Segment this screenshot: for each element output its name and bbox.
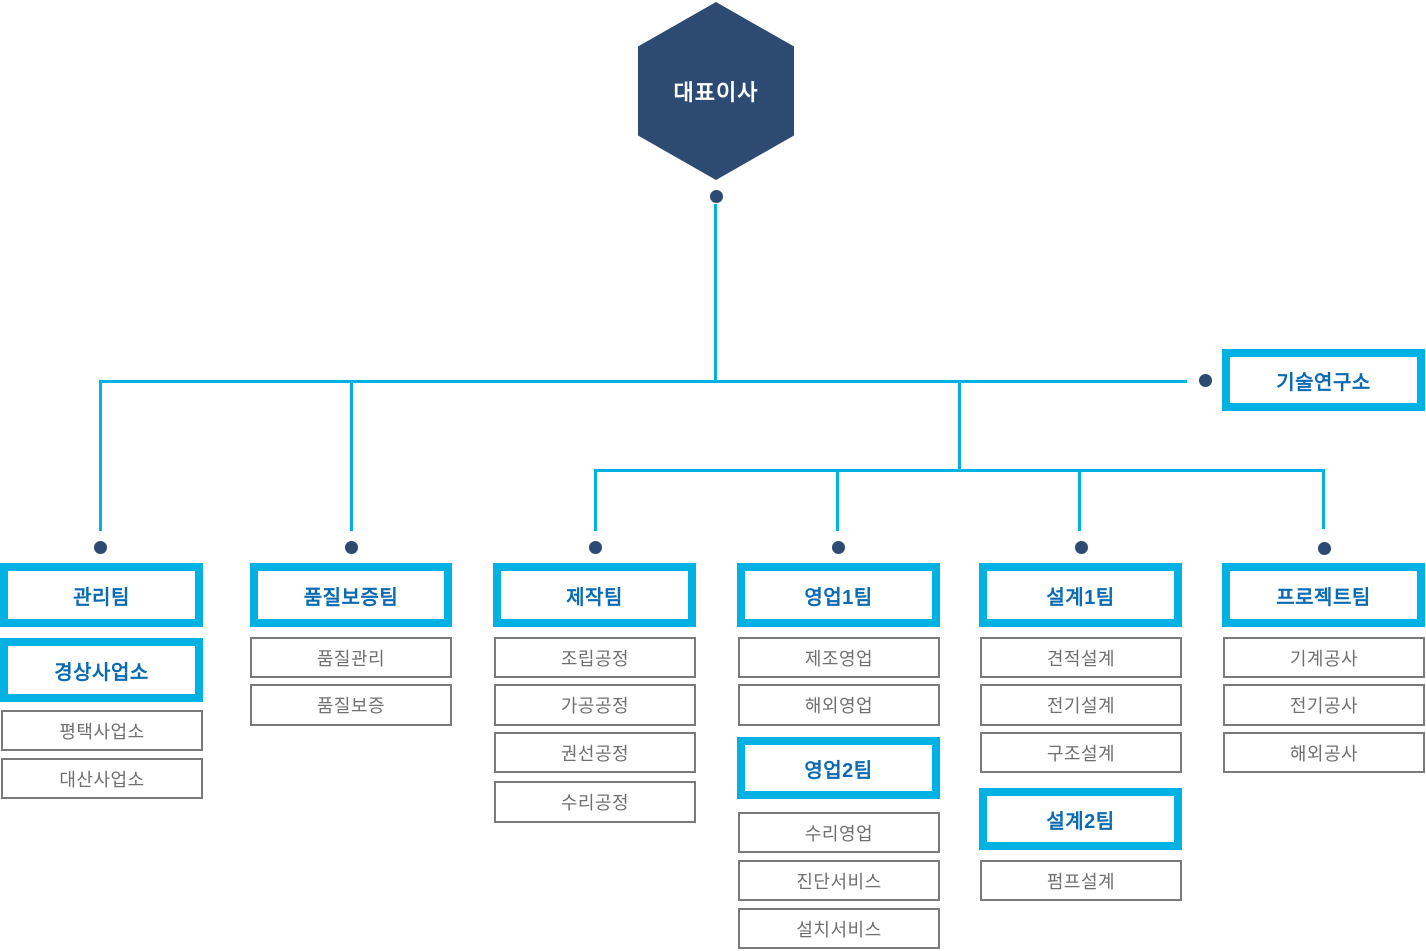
connector-dot-root (710, 190, 723, 203)
connector-dot-col2 (345, 541, 358, 554)
dept-label: 품질관리 (316, 648, 386, 669)
dept-label: 펌프설계 (1046, 871, 1116, 892)
dept-label: 권선공정 (560, 743, 630, 764)
dept-label: 전기설계 (1046, 696, 1116, 716)
dept-label: 조립공정 (560, 648, 630, 669)
dept-box: 품질관리 (250, 637, 452, 678)
dept-label: 수리공정 (560, 793, 630, 813)
dept-label: 설치서비스 (796, 919, 882, 940)
dept-label: 제조영업 (804, 648, 874, 669)
connector-dot-col6 (1318, 542, 1331, 555)
team-header-label: 제작팀 (566, 586, 623, 609)
connector-dot-col3 (589, 541, 602, 554)
dept-label: 설계2팀 (1046, 810, 1115, 833)
team-header-label: 프로젝트팀 (1276, 586, 1371, 609)
dept-label: 구조설계 (1046, 743, 1116, 764)
team-header-label: 관리팀 (73, 586, 130, 609)
team-header-box: 설계1팀 (979, 563, 1182, 627)
dept-box: 수리영업 (738, 812, 940, 853)
ceo-label: 대표이사 (673, 80, 759, 105)
connector-col5-vertical (1078, 469, 1081, 531)
team-header-label: 설계1팀 (1046, 586, 1115, 609)
dept-box: 권선공정 (494, 732, 696, 773)
dept-box: 품질보증 (250, 684, 452, 726)
connector-root-vertical (714, 204, 717, 381)
team-header-box: 제작팀 (493, 563, 696, 627)
dept-box: 해외영업 (738, 684, 940, 726)
dept-label: 전기공사 (1289, 696, 1359, 716)
dept-label: 견적설계 (1046, 648, 1116, 669)
connector-dot-col4 (832, 541, 845, 554)
connector-dot-col1 (94, 541, 107, 554)
dept-box: 가공공정 (494, 684, 696, 726)
connector-mid-vertical (958, 380, 961, 470)
dept-box: 설치서비스 (738, 908, 940, 949)
dept-label: 기계공사 (1289, 648, 1359, 669)
connector-dot-col5 (1075, 541, 1088, 554)
research-institute-box: 기술연구소 (1222, 349, 1425, 411)
connector-col4-vertical (836, 469, 839, 531)
connector-sub-horizontal (594, 469, 1325, 472)
dept-box: 해외공사 (1223, 732, 1425, 773)
connector-col6-vertical (1322, 469, 1325, 529)
connector-col3-vertical (594, 469, 597, 531)
dept-box: 구조설계 (980, 732, 1182, 773)
dept-box-highlight: 설계2팀 (979, 788, 1182, 850)
dept-label: 경상사업소 (54, 661, 149, 684)
dept-label: 평택사업소 (59, 721, 145, 742)
dept-box: 수리공정 (494, 781, 696, 823)
team-header-label: 품질보증팀 (303, 586, 399, 609)
dept-box: 펌프설계 (980, 860, 1182, 901)
dept-box: 대산사업소 (1, 758, 203, 799)
dept-box-highlight: 영업2팀 (737, 737, 940, 799)
dept-box: 기계공사 (1223, 637, 1425, 678)
dept-label: 해외영업 (804, 696, 874, 716)
dept-label: 품질보증 (316, 696, 386, 716)
connector-col1-vertical (99, 380, 102, 531)
dept-box-highlight: 경상사업소 (0, 638, 203, 702)
ceo-hexagon: 대표이사 (638, 2, 794, 180)
dept-label: 수리영업 (804, 823, 874, 844)
research-institute-label: 기술연구소 (1276, 371, 1371, 394)
dept-label: 대산사업소 (59, 769, 145, 790)
dept-box: 조립공정 (494, 637, 696, 678)
team-header-box: 프로젝트팀 (1222, 563, 1425, 627)
team-header-box: 영업1팀 (737, 563, 940, 627)
dept-box: 제조영업 (738, 637, 940, 678)
connector-col2-vertical (350, 380, 353, 531)
connector-main-horizontal (99, 380, 1187, 383)
dept-box: 평택사업소 (1, 710, 203, 751)
dept-label: 해외공사 (1289, 743, 1359, 764)
dept-box: 전기공사 (1223, 684, 1425, 726)
dept-box: 견적설계 (980, 637, 1182, 678)
team-header-box: 관리팀 (0, 563, 203, 627)
dept-label: 진단서비스 (796, 871, 882, 892)
team-header-label: 영업1팀 (804, 586, 873, 609)
connector-dot-research (1199, 374, 1212, 387)
dept-box: 진단서비스 (738, 860, 940, 901)
team-header-box: 품질보증팀 (250, 563, 452, 627)
dept-box: 전기설계 (980, 684, 1182, 726)
dept-label: 영업2팀 (804, 759, 873, 782)
dept-label: 가공공정 (560, 696, 630, 716)
